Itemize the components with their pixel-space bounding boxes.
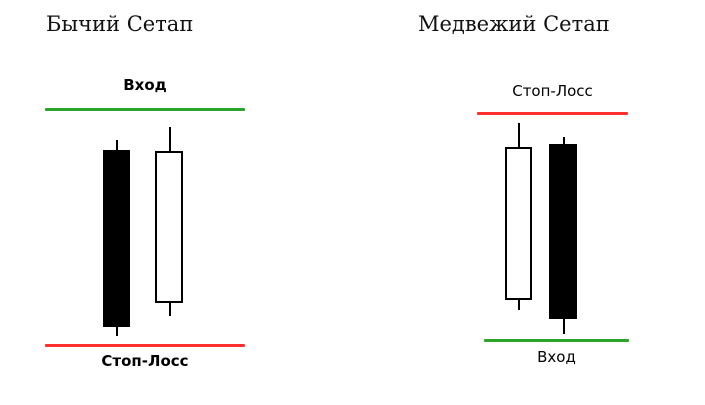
bullish-entry-line [45,108,245,111]
bearish-entry-line [484,339,629,342]
bearish-entry-label: Вход [537,348,576,366]
bearish-stop-label: Стоп-Лосс [512,82,593,100]
bearish-stop-line [477,112,628,115]
bullish-stop-line [45,344,245,347]
bullish-setup-title: Бычий Сетап [46,12,194,36]
bearish-candle1-bullish-body [505,147,532,300]
bearish-setup-title: Медвежий Сетап [418,12,610,36]
bullish-entry-label: Вход [123,76,167,94]
bullish-candle2-bullish-body [155,151,183,303]
bullish-stop-label: Стоп-Лосс [101,352,189,370]
bearish-candle2-bearish-body [549,144,577,319]
bullish-candle1-bearish-body [103,150,130,327]
